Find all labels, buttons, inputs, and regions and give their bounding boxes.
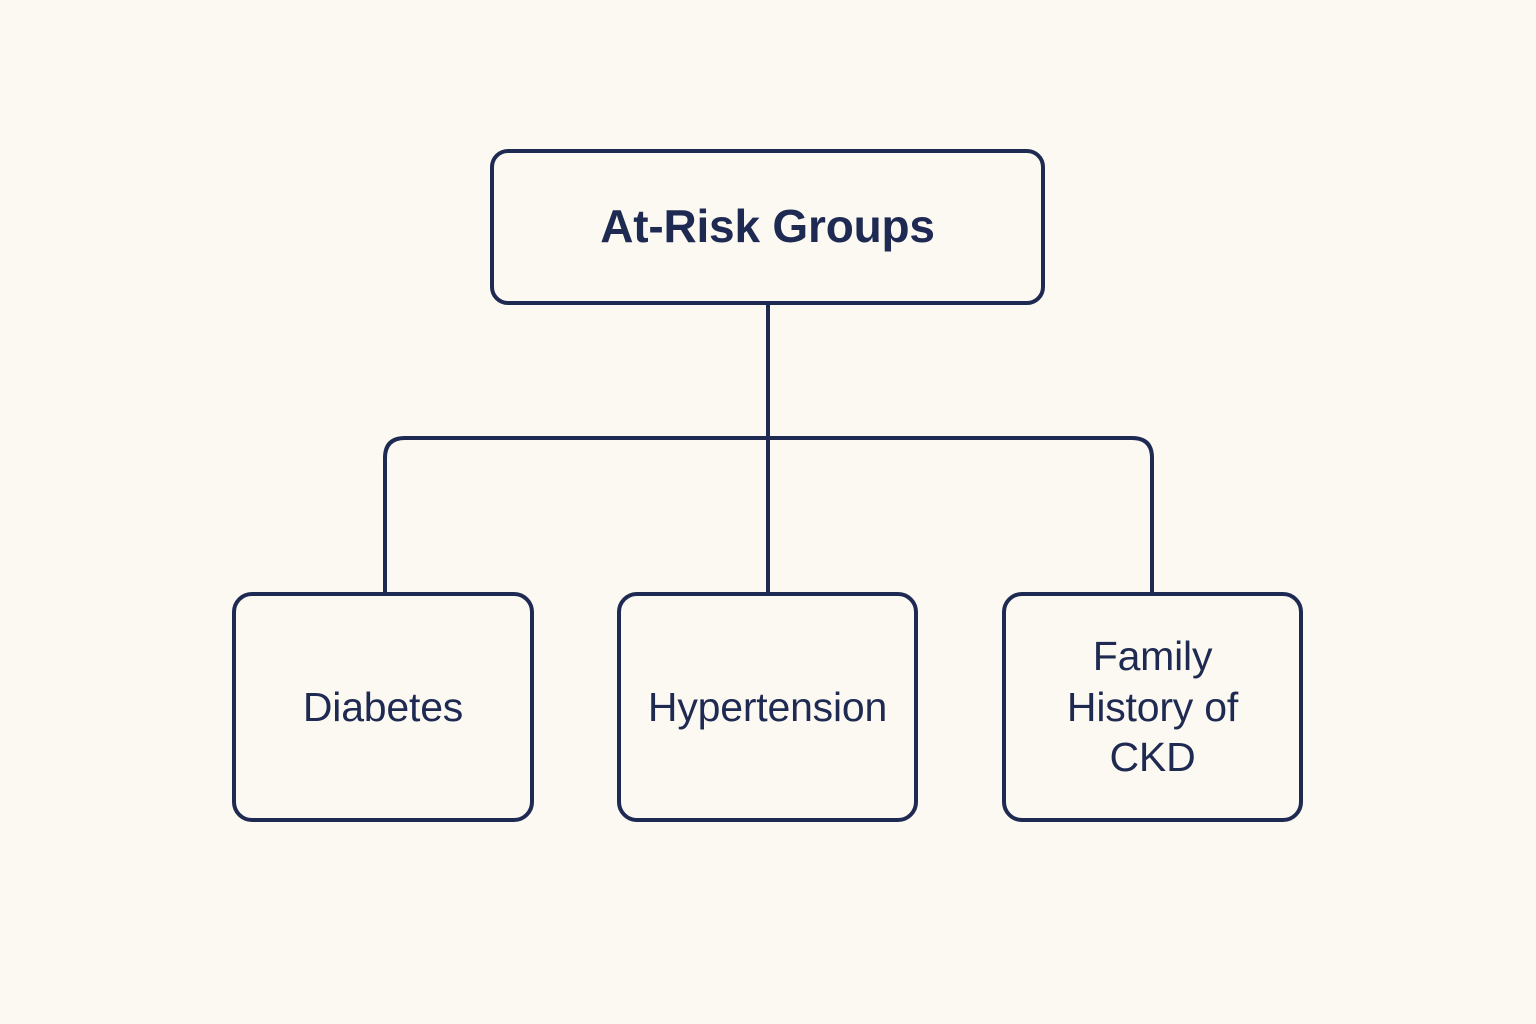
- node-label-family-history-of-ckd: Family History of CKD: [1066, 632, 1239, 781]
- node-label-at-risk-groups: At-Risk Groups: [600, 200, 935, 253]
- node-family-history-of-ckd[interactable]: Family History of CKD: [1002, 592, 1303, 822]
- node-label-diabetes: Diabetes: [302, 683, 464, 730]
- edge-bus-to-children: [383, 436, 1154, 592]
- node-hypertension[interactable]: Hypertension: [617, 592, 918, 822]
- node-label-hypertension: Hypertension: [647, 683, 888, 730]
- node-at-risk-groups[interactable]: At-Risk Groups: [490, 149, 1045, 305]
- node-diabetes[interactable]: Diabetes: [232, 592, 534, 822]
